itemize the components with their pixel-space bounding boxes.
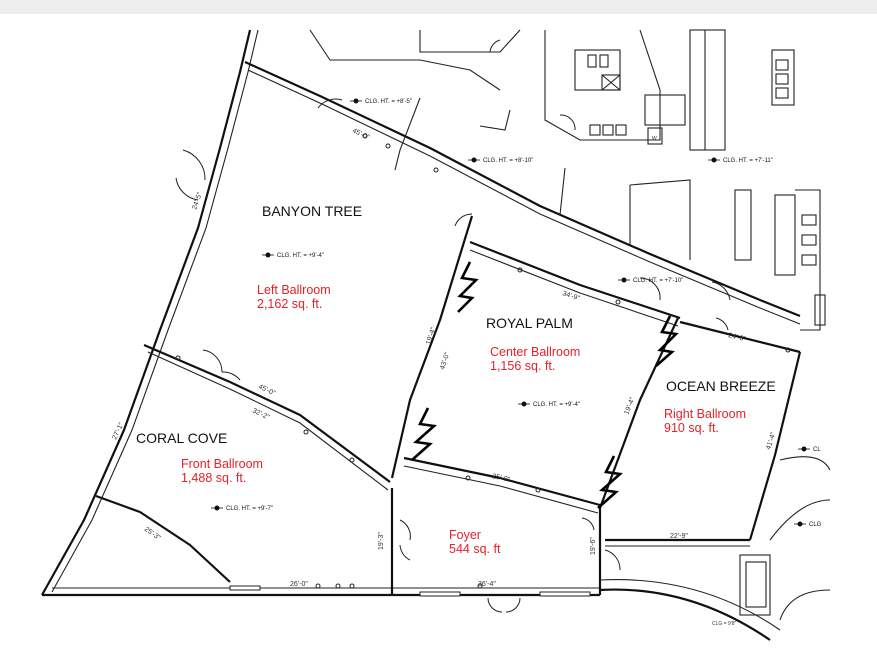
interior-walls (95, 215, 802, 595)
clg-marker: CLG. HT. = +7'-10" (618, 277, 683, 284)
windows (229, 585, 591, 597)
clg-marker: CLG. HT. = +7'-11" (708, 157, 773, 164)
clg-label: CLG (809, 522, 822, 528)
dimension-labels: 45'-0" 24'-5" 19'-4" 43'-0" 45'-0" 32'-2… (111, 127, 777, 588)
dimension-label: 25'-0" (492, 473, 511, 484)
top-toolbar-strip (0, 0, 877, 14)
room-desc: Center Ballroom (490, 345, 580, 359)
dimension-label: 19'-6" (590, 537, 597, 555)
w-label: W (652, 136, 657, 142)
clg-label: CL (813, 447, 821, 453)
room-name: OCEAN BREEZE (666, 378, 776, 394)
clg-marker: CLG. HT. = +9'-4" (518, 401, 580, 408)
room-area: 544 sq. ft (449, 542, 501, 556)
clg-marker: CLG. HT. = +9'-4" (262, 252, 324, 259)
clg-label: CLG. HT. = +8'-5" (365, 99, 412, 105)
fixtures (175, 133, 791, 589)
clg-label: CLG. HT. = +7'-11" (723, 158, 773, 164)
clg-bottom-label: CLG = 9'8" (712, 621, 736, 627)
clg-label: CLG. HT. = +7'-10" (633, 278, 683, 284)
dimension-label: 24'-5" (191, 191, 204, 211)
ceiling-height-markers: CLG. HT. = +8'-5" CLG. HT. = +8'-10" CLG… (211, 98, 822, 528)
dimension-label: 26'-0" (290, 581, 308, 588)
service-area: W CLG = 9'8" (309, 29, 831, 641)
clg-label: CLG. HT. = +9'-7" (226, 506, 273, 512)
room-area: 1,156 sq. ft. (490, 359, 555, 373)
clg-marker: CLG. HT. = +9'-7" (211, 505, 273, 512)
room-desc: Right Ballroom (664, 407, 746, 421)
dimension-label: 19'-3" (378, 532, 385, 550)
room-desc: Front Ballroom (181, 457, 263, 471)
dimension-label: 43'-0" (439, 351, 451, 371)
room-area: 2,162 sq. ft. (257, 297, 322, 311)
dimension-label: 22'-9" (670, 533, 688, 540)
clg-label: CLG. HT. = +8'-10" (483, 158, 533, 164)
room-banyon-tree: BANYON TREE Left Ballroom 2,162 sq. ft. (257, 203, 362, 311)
clg-label: CLG. HT. = +9'-4" (277, 253, 324, 259)
room-name: ROYAL PALM (486, 315, 573, 331)
dimension-label: 36'-4" (478, 581, 496, 588)
room-foyer: Foyer 544 sq. ft (449, 528, 501, 556)
clg-marker: CL (798, 446, 821, 453)
dimension-label: 32'-2" (251, 407, 271, 421)
room-name: BANYON TREE (262, 203, 362, 219)
doors (175, 39, 731, 613)
dimension-label: 25'-3" (143, 526, 162, 542)
room-coral-cove: CORAL COVE Front Ballroom 1,488 sq. ft. (136, 430, 263, 485)
room-area: 910 sq. ft. (664, 421, 719, 435)
room-desc: Foyer (449, 528, 481, 542)
clg-marker: CLG (794, 521, 822, 528)
dimension-label: 19'-4" (425, 326, 437, 346)
clg-marker: CLG. HT. = +8'-10" (468, 157, 533, 164)
dimension-label: 24'-8" (728, 332, 747, 343)
room-name: CORAL COVE (136, 430, 227, 446)
room-ocean-breeze: OCEAN BREEZE Right Ballroom 910 sq. ft. (664, 378, 776, 435)
outer-walls (41, 29, 801, 597)
floor-plan: W CLG = 9'8" (41, 29, 831, 641)
airwall-dividers (411, 261, 679, 509)
clg-label: CLG. HT. = +9'-4" (533, 402, 580, 408)
clg-marker: CLG. HT. = +8'-5" (350, 98, 412, 105)
room-desc: Left Ballroom (257, 283, 331, 297)
dimension-label: 45'-0" (351, 127, 371, 141)
room-area: 1,488 sq. ft. (181, 471, 246, 485)
room-royal-palm: ROYAL PALM Center Ballroom 1,156 sq. ft. (486, 315, 580, 373)
